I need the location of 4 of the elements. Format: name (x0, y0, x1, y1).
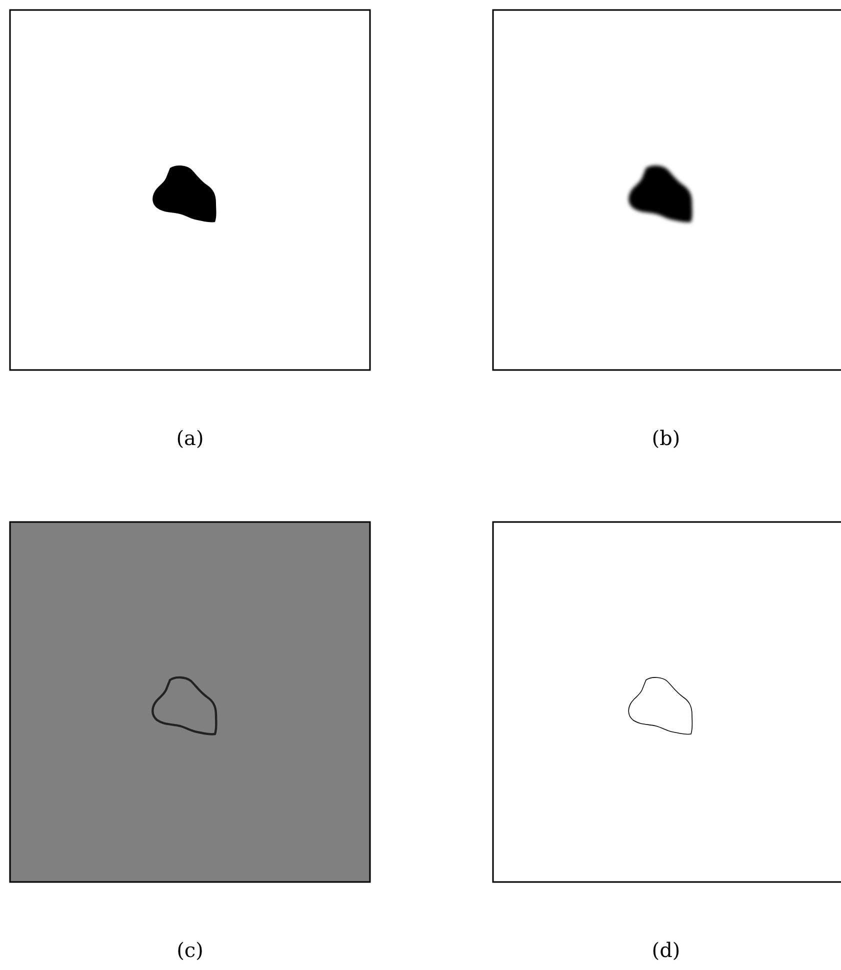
panel-caption: (a) (176, 426, 204, 450)
panel-caption: (b) (652, 426, 680, 450)
panel-caption: (c) (176, 938, 204, 962)
panel-caption: (d) (652, 938, 680, 962)
